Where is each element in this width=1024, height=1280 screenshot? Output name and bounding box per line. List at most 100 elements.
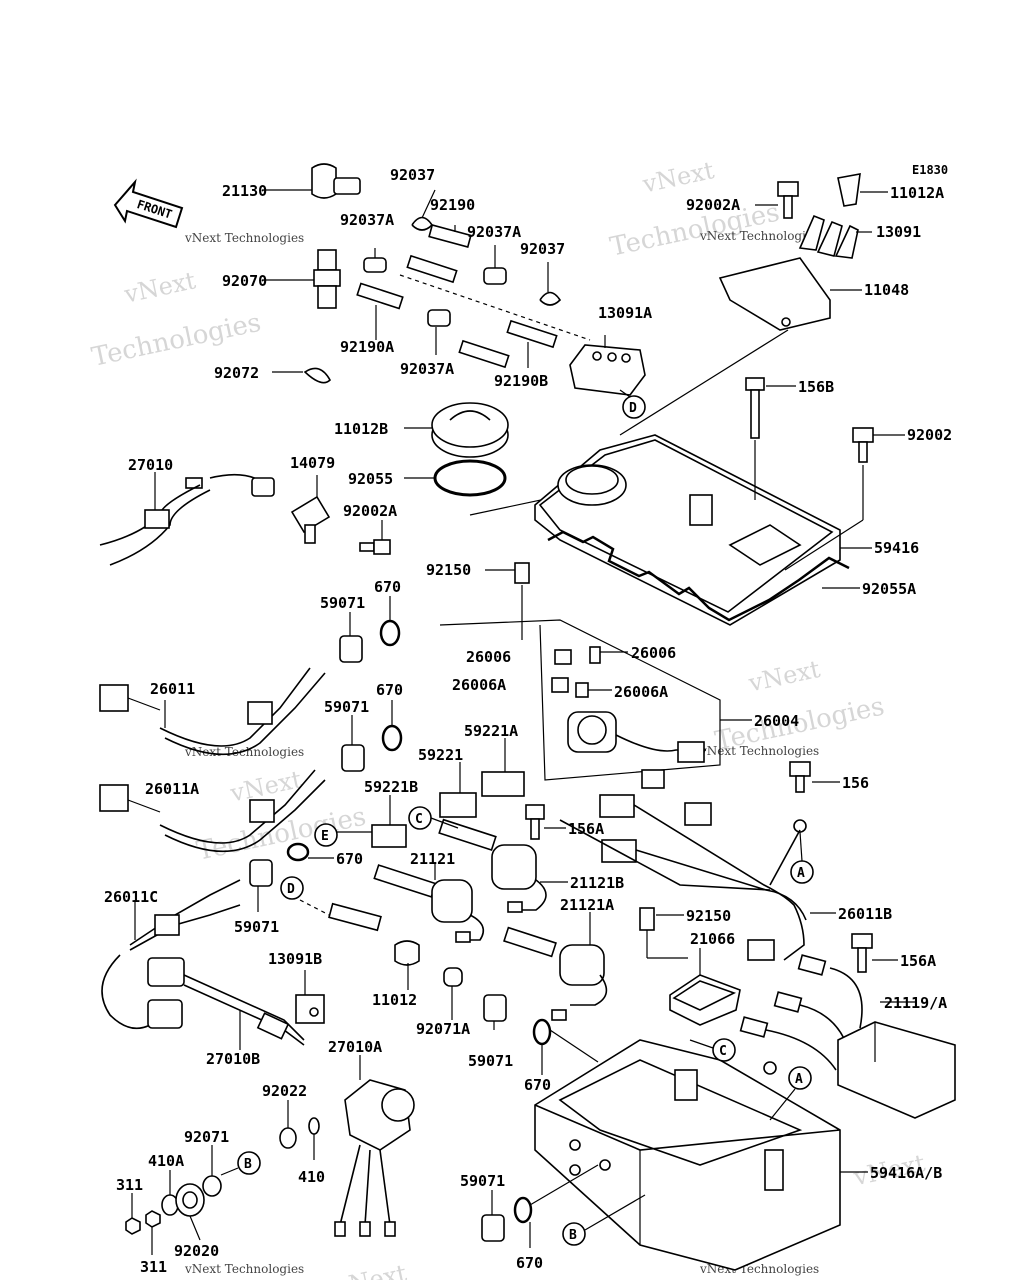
label-92002: 92002 <box>907 426 952 444</box>
callout-A2: A <box>769 1066 812 1121</box>
label-156A: 156A <box>900 952 936 970</box>
part-92020-grommet-icon <box>175 1183 205 1241</box>
label-92055: 92055 <box>348 470 393 488</box>
label-26004: 26004 <box>754 712 799 730</box>
part-92070-icon <box>262 249 341 309</box>
label-92022: 92022 <box>262 1082 307 1100</box>
part-670-oring-d-icon <box>532 1018 599 1075</box>
label-92071A: 92071A <box>416 1020 470 1038</box>
label-92071: 92071 <box>184 1128 229 1146</box>
svg-text:A: A <box>797 866 805 881</box>
label-26006A: 26006A <box>614 683 668 701</box>
label-670: 670 <box>524 1076 551 1094</box>
label-92190B: 92190B <box>494 372 548 390</box>
part-27010B-harness-icon <box>147 957 305 1050</box>
part-27010-harness-icon <box>99 472 271 566</box>
label-27010: 27010 <box>128 456 173 474</box>
svg-text:C: C <box>415 812 423 827</box>
label-92150: 92150 <box>426 561 471 579</box>
part-59071-plug-d-icon <box>483 994 507 1030</box>
label-11012: 11012 <box>372 991 417 1009</box>
part-11048-bracket-icon <box>619 257 862 436</box>
label-311: 311 <box>140 1258 167 1276</box>
label-26006: 26006 <box>631 644 676 662</box>
label-14079: 14079 <box>290 454 335 472</box>
part-59071-plug-b-icon <box>341 715 365 772</box>
label-59071: 59071 <box>324 698 369 716</box>
label-92020: 92020 <box>174 1242 219 1260</box>
part-21066-regulator-icon <box>669 948 741 1026</box>
watermark-small: vNext Technologies <box>184 745 304 759</box>
part-670-oring-e-icon <box>513 1164 599 1248</box>
label-92037A: 92037A <box>467 223 521 241</box>
label-26006: 26006 <box>466 648 511 666</box>
watermark-text: vNext <box>639 156 717 199</box>
label-410: 410 <box>298 1168 325 1186</box>
part-labels: 21130 92037 92190 92037A 92037A 92037 92… <box>104 166 952 1276</box>
watermark-small: vNext Technologies <box>184 231 304 245</box>
part-14079-sensor-icon <box>251 475 331 544</box>
svg-text:D: D <box>287 882 295 897</box>
label-59071: 59071 <box>234 918 279 936</box>
part-hose-d-icon <box>299 899 382 932</box>
watermark-group: vNext Technologies vNext Technologies vN… <box>89 156 928 1280</box>
part-59416-cover-icon <box>534 434 872 626</box>
part-311-nut-b-icon <box>145 1210 161 1255</box>
label-26011C: 26011C <box>104 888 158 906</box>
part-670-oring-c-icon <box>286 842 334 862</box>
part-26004-fuseholder-icon <box>567 711 752 789</box>
label-92072: 92072 <box>214 364 259 382</box>
diagram-code: E1830 <box>912 163 948 177</box>
label-410A: 410A <box>148 1152 184 1170</box>
watermark-small: vNext Technologies <box>699 229 819 243</box>
part-156-bolt-icon <box>789 761 840 833</box>
label-92190: 92190 <box>430 196 475 214</box>
label-92190A: 92190A <box>340 338 394 356</box>
label-59071: 59071 <box>468 1052 513 1070</box>
label-156B: 156B <box>798 378 834 396</box>
part-92150-screw-b-icon <box>639 907 688 959</box>
part-92055A-gasket-icon <box>547 530 860 622</box>
part-92071-grommet-icon <box>202 1145 222 1197</box>
part-21119-cdi-icon <box>739 954 956 1119</box>
part-92150-screw-a-icon <box>485 562 530 640</box>
label-92150: 92150 <box>686 907 731 925</box>
watermark-text: vNext <box>745 655 823 698</box>
part-92002-bolt-icon <box>784 427 905 571</box>
part-11012A-icon <box>837 173 888 207</box>
label-21121: 21121 <box>410 850 455 868</box>
label-27010B: 27010B <box>206 1050 260 1068</box>
part-59071-plug-a-icon <box>339 612 363 663</box>
part-21130-icon <box>262 163 361 199</box>
label-11012A: 11012A <box>890 184 944 202</box>
front-arrow-icon: FRONT <box>113 178 184 229</box>
label-13091B: 13091B <box>268 950 322 968</box>
part-59071-plug-e-icon <box>481 1190 505 1242</box>
svg-text:D: D <box>629 401 637 416</box>
label-59221B: 59221B <box>364 778 418 796</box>
label-11012B: 11012B <box>334 420 388 438</box>
label-92037A: 92037A <box>340 211 394 229</box>
label-92037A: 92037A <box>400 360 454 378</box>
label-92037: 92037 <box>390 166 435 184</box>
svg-text:E: E <box>321 829 329 844</box>
part-92002A-bolt-icon <box>755 181 799 219</box>
hoses-clamps-icon <box>356 189 562 369</box>
svg-text:C: C <box>719 1044 727 1059</box>
label-670: 670 <box>376 681 403 699</box>
part-13091B-block-icon <box>295 970 325 1024</box>
part-59221A-connector-icon <box>481 738 525 797</box>
callout-C2: C <box>689 1038 736 1062</box>
watermark-small: vNext Technologies <box>699 744 819 758</box>
label-21121B: 21121B <box>570 874 624 892</box>
part-92072-icon <box>272 367 331 384</box>
part-156A-bolt2-icon <box>851 933 898 973</box>
callout-B1: B <box>220 1151 261 1176</box>
label-670: 670 <box>336 850 363 868</box>
part-59221-connector-icon <box>439 762 477 818</box>
label-26011B: 26011B <box>838 905 892 923</box>
part-59071-plug-c-icon <box>249 859 273 912</box>
callout-D1: D <box>619 389 646 419</box>
label-13091: 13091 <box>876 223 921 241</box>
